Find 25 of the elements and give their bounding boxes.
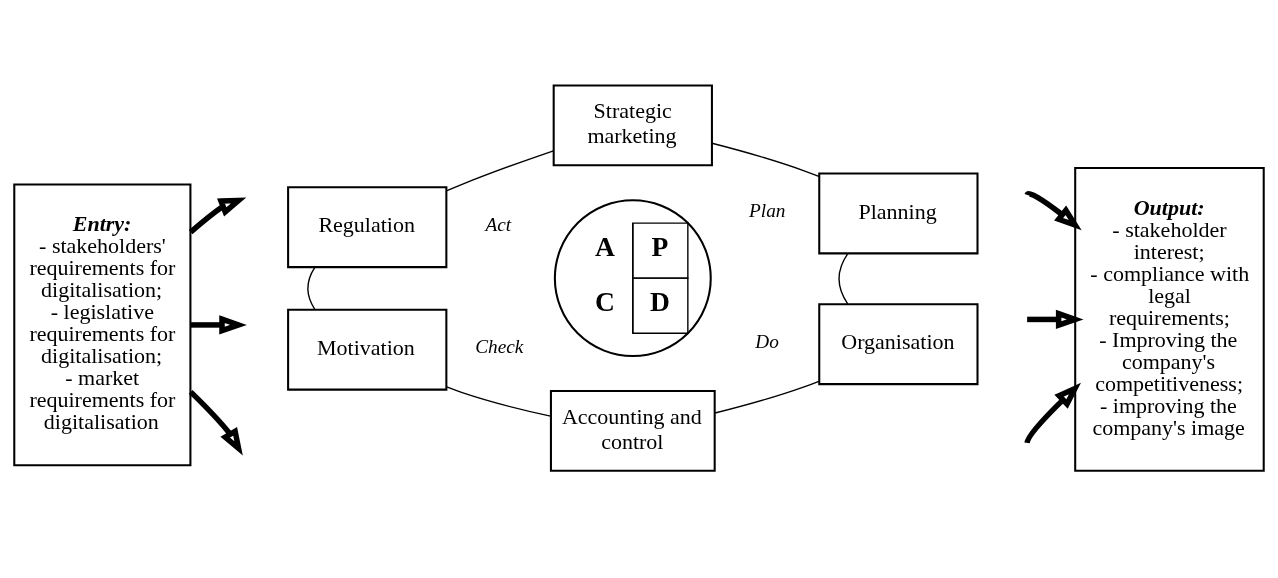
connector [838,252,849,305]
node-label: Plan [749,199,786,221]
node-box: Regulation [287,185,448,268]
arrow [1026,190,1082,230]
node-label: Check [475,335,524,357]
node-circle: A P C D [553,198,712,357]
node-box: Strategic marketing [552,83,713,166]
connector [446,385,552,417]
node-box: Organisation [818,302,979,385]
connector [714,380,820,414]
node-box: Planning [818,172,979,254]
arrow [190,314,247,335]
node-label: Do [755,330,779,352]
node-box: Motivation [287,308,448,391]
connector [711,142,820,177]
arrow [188,389,243,456]
connector [307,266,316,310]
arrow [1024,382,1081,444]
arrow [1027,309,1084,329]
arrow [188,196,247,234]
node-box: Accounting and control [549,389,716,472]
node-box: Output: - stakeholder interest; - compliance with legal requirements; - Improving the company's competitiveness; - improving the company's image [1074,166,1265,472]
node-box: Entry: - stakeholders' requirements for digitalisation; - legislative requirements for digitalisation; - market requirements for digitalisation [13,183,192,466]
connector [445,149,555,192]
node-label: Act [485,213,512,235]
